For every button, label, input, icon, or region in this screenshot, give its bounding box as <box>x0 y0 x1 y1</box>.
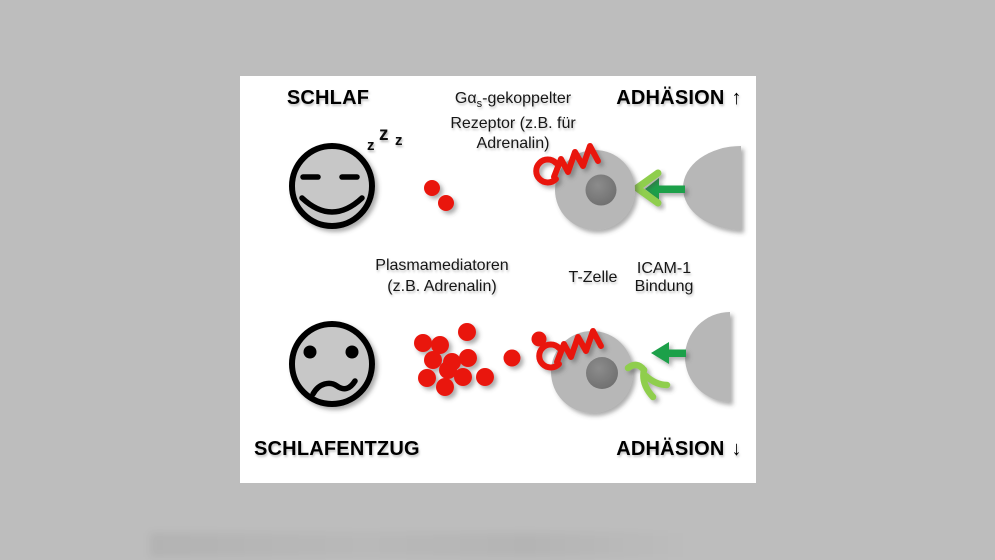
adrenergic-receptor-bottom <box>531 331 602 368</box>
smile-mouth <box>299 195 365 215</box>
icam-chevron-top <box>633 169 662 207</box>
bound-mediator-dot <box>531 331 547 347</box>
icam-caption: ICAM-1 Bindung <box>624 260 704 296</box>
icam-caption-line1: ICAM-1 <box>636 260 692 277</box>
open-eye-right <box>345 345 359 359</box>
mediator-caption-line1: Plasmamediatoren <box>375 257 509 274</box>
zzz-glyph: z <box>367 137 375 154</box>
zzz-glyph: z <box>395 132 403 149</box>
receptor-caption-line1: Gαs-gekoppelter <box>454 90 572 111</box>
down-arrow-icon: ↓ <box>731 438 742 460</box>
diagram-graphics <box>289 143 741 413</box>
tcell-top-nucleus <box>585 174 617 206</box>
mediator-caption: Plasmamediatoren (z.B. Adrenalin) <box>362 255 522 297</box>
tcell-top <box>555 150 635 230</box>
worried-mouth <box>310 378 358 397</box>
migration-arrow-top <box>645 178 685 200</box>
adhesion-down-text: ADHÄSION <box>616 438 725 460</box>
zzz-glyph: z <box>379 124 389 145</box>
adhesion-up-label: ADHÄSION ↑ <box>608 88 750 108</box>
up-arrow-icon: ↑ <box>731 87 742 109</box>
schlaf-title: SCHLAF <box>286 87 370 109</box>
schlafentzug-title: SCHLAFENTZUG <box>254 438 420 460</box>
endothelium-top <box>683 146 741 230</box>
receptor-caption-line3: Adrenalin) <box>476 135 550 153</box>
diagram-panel: SCHLAF z z z Gαs-gekoppelter Rezeptor (z… <box>240 76 756 483</box>
mediator-caption-line2: (z.B. Adrenalin) <box>387 278 497 295</box>
sleep-face <box>289 143 375 229</box>
adhesion-down-label: ADHÄSION ↓ <box>608 439 750 459</box>
tcell-bottom-nucleus <box>586 357 618 389</box>
endothelium-bottom <box>685 312 730 402</box>
icam-fork-bottom <box>624 361 671 401</box>
mediator-dots-bottom <box>414 323 521 396</box>
adhesion-up-text: ADHÄSION <box>616 87 725 109</box>
receptor-caption-line2: Rezeptor (z.B. für <box>450 115 576 133</box>
background-artifact <box>150 533 690 557</box>
sleep-deprived-face <box>289 321 375 407</box>
tcell-label: T-Zelle <box>568 269 618 286</box>
migration-arrow-bottom <box>651 342 686 364</box>
mediator-dots-top <box>424 180 454 211</box>
receptor-caption: Gαs-gekoppelter Rezeptor (z.B. für Adren… <box>433 89 593 154</box>
icam-caption-line2: Bindung <box>634 278 694 295</box>
open-eye-left <box>303 345 317 359</box>
